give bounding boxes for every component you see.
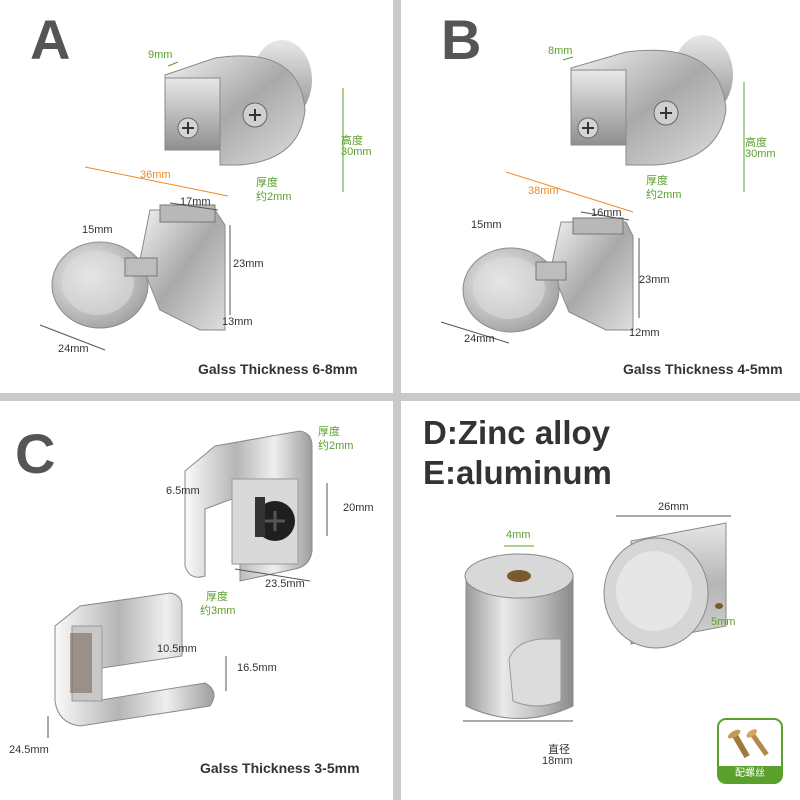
slot-label: 16mm: [591, 207, 622, 219]
thickness-bottom-value: 约3mm: [200, 605, 236, 617]
slot-label: 10.5mm: [157, 643, 197, 655]
top-depth-label: 8mm: [548, 45, 573, 57]
depth-dimension-line: [39, 324, 106, 351]
thickness-bottom-label: 厚度: [206, 591, 228, 603]
bottom-height-label: 16.5mm: [237, 662, 277, 674]
thickness-top-value: 约2mm: [318, 440, 354, 452]
material-e: E:aluminum: [423, 454, 612, 491]
top-depth-dimension-line: [562, 56, 574, 61]
width-label: 36mm: [140, 169, 171, 181]
width-dimension-line: [505, 171, 634, 213]
knob-label: 15mm: [82, 224, 113, 236]
clamp-a-bottom: [51, 204, 226, 331]
cylinder-holder-illustration: [463, 515, 731, 722]
thickness-label: 厚度: [256, 177, 278, 189]
included-screws-badge: 配螺丝: [717, 718, 783, 784]
clamp-b-bottom: [462, 217, 634, 333]
slot-dimension-line: [580, 211, 630, 221]
top-depth-label: 6.5mm: [166, 485, 200, 497]
knob-label: 15mm: [471, 219, 502, 231]
base-height-label: 12mm: [629, 327, 660, 339]
side-hole-label: 5mm: [711, 616, 736, 628]
variant-letter-b: B: [441, 8, 482, 71]
height-value: 30mm: [341, 146, 372, 158]
glass-thickness-caption: Galss Thickness 6-8mm: [198, 361, 358, 377]
width-dimension-line: [84, 166, 229, 197]
clamp-c-illustration: [47, 430, 328, 738]
depth-label: 24mm: [464, 333, 495, 345]
thickness-label: 厚度: [646, 175, 668, 187]
width-label: 38mm: [528, 185, 559, 197]
body-height-label: 23mm: [639, 274, 670, 286]
clamp-c-upper: [184, 430, 313, 582]
clamp-a-top: [164, 40, 312, 166]
variant-letter-c: C: [15, 422, 56, 485]
included-screws-label: 配螺丝: [719, 766, 781, 782]
width-top-label: 23.5mm: [265, 578, 305, 590]
top-depth-dimension-line: [167, 61, 179, 67]
length-label: 26mm: [658, 501, 689, 513]
width-top-dimension-line: [234, 568, 311, 582]
panel-b: B 8mm 高度 30mm 厚度 约2mm 38mm 16mm 15mm 23m…: [401, 0, 800, 393]
lying-cylinder: [603, 522, 727, 649]
depth-dimension-line: [440, 321, 510, 344]
screws-icon: [727, 729, 769, 759]
clamp-c-lower: [54, 592, 215, 727]
standing-cylinder: [464, 553, 574, 719]
thickness-value: 约2mm: [256, 191, 292, 203]
base-height-label: 13mm: [222, 316, 253, 328]
material-d: D:Zinc alloy: [423, 414, 611, 451]
slot-label: 17mm: [180, 196, 211, 208]
height-label: 高度: [341, 135, 363, 147]
body-height-label: 23mm: [233, 258, 264, 270]
glass-thickness-caption: Galss Thickness 4-5mm: [623, 361, 783, 377]
glass-thickness-caption: Galss Thickness 3-5mm: [200, 760, 360, 776]
hole-label: 4mm: [506, 529, 531, 541]
top-depth-label: 9mm: [148, 49, 173, 61]
clamp-b-illustration: [440, 35, 745, 344]
panel-c: C 厚度 约2mm 6.5mm 20mm 23.5mm 厚度 约3mm 10.5…: [0, 401, 393, 800]
clamp-b-top: [570, 35, 733, 166]
bottom-width-label: 24.5mm: [9, 744, 49, 756]
thickness-top-label: 厚度: [318, 426, 340, 438]
depth-label: 24mm: [58, 343, 89, 355]
height-label: 高度: [745, 137, 767, 149]
slot-dimension-line: [169, 202, 219, 211]
diameter-value: 18mm: [542, 755, 573, 767]
height-value: 30mm: [745, 148, 776, 160]
clamp-a-illustration: [39, 40, 344, 351]
panel-d-e: D:Zinc alloy E:aluminum 4mm 26mm 5mm 直径 …: [401, 401, 800, 800]
panel-a: A 9mm 高度 30mm 厚度 约2mm 36mm 17mm 15mm 23m…: [0, 0, 393, 393]
variant-letter-a: A: [30, 8, 71, 71]
height-label: 20mm: [343, 502, 374, 514]
diameter-label: 直径: [548, 744, 570, 756]
thickness-value: 约2mm: [646, 189, 682, 201]
